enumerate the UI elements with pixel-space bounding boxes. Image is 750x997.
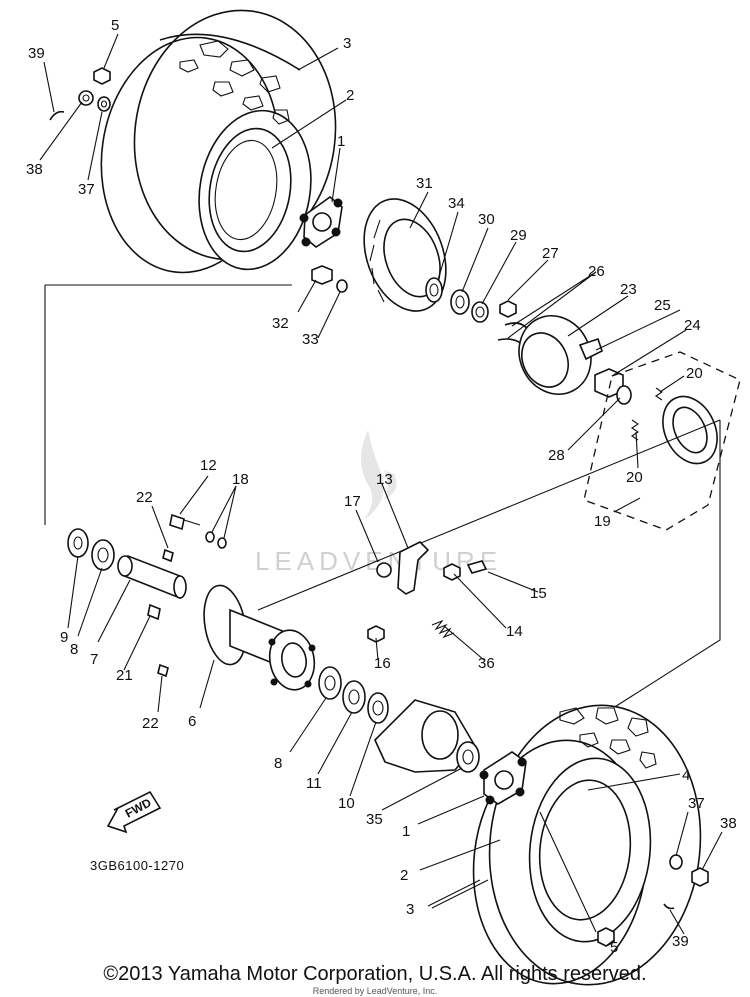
callout-3-top: 3 xyxy=(343,35,351,52)
brake-panel xyxy=(518,315,603,395)
callout-15: 15 xyxy=(530,585,547,602)
top-axle-nut-group xyxy=(49,67,111,121)
callout-2-top: 2 xyxy=(346,87,354,104)
callout-22-top: 22 xyxy=(136,489,153,506)
callout-14: 14 xyxy=(506,623,523,640)
callout-37-bottom: 37 xyxy=(688,795,705,812)
callout-29: 29 xyxy=(510,227,527,244)
callout-38-bottom: 38 xyxy=(720,815,737,832)
callout-26: 26 xyxy=(588,263,605,280)
callout-16: 16 xyxy=(374,655,391,672)
callout-numbers: 1 2 3 5 39 38 37 31 34 30 29 27 26 23 25… xyxy=(26,17,737,956)
callout-30: 30 xyxy=(478,211,495,228)
callout-22-bottom: 22 xyxy=(142,715,159,732)
callout-28: 28 xyxy=(548,447,565,464)
callout-9: 9 xyxy=(60,629,68,646)
fwd-arrow-icon: FWD xyxy=(106,790,162,834)
callout-20-top: 20 xyxy=(686,365,703,382)
left-seal-bearing xyxy=(67,528,115,571)
callout-6: 6 xyxy=(188,713,196,730)
brake-shoe-group xyxy=(583,351,741,531)
callout-5-bottom: 5 xyxy=(610,939,618,956)
callout-10: 10 xyxy=(338,795,355,812)
callout-32: 32 xyxy=(272,315,289,332)
callout-31: 31 xyxy=(416,175,433,192)
callout-13: 13 xyxy=(376,471,393,488)
callout-35: 35 xyxy=(366,811,383,828)
axle-housing xyxy=(203,584,316,691)
callout-11: 11 xyxy=(306,775,322,792)
bottom-hub xyxy=(479,751,527,805)
callout-33: 33 xyxy=(302,331,319,348)
bottom-tire xyxy=(472,704,702,986)
callout-1-bottom: 1 xyxy=(402,823,410,840)
callout-39-bottom: 39 xyxy=(672,933,689,950)
frame-line-axle xyxy=(257,419,721,611)
callout-23: 23 xyxy=(620,281,637,298)
spacer-tube xyxy=(117,554,187,600)
watermark: LEADVENTURE xyxy=(255,430,497,576)
callout-2-bottom: 2 xyxy=(400,867,408,884)
callout-3-bottom: 3 xyxy=(406,901,414,918)
leader-lines xyxy=(39,33,723,947)
top-hub xyxy=(299,195,343,248)
callout-19: 19 xyxy=(594,513,611,530)
callout-1-top: 1 xyxy=(337,133,345,150)
callout-37-top: 37 xyxy=(78,181,95,198)
callout-25: 25 xyxy=(654,297,671,314)
callout-27: 27 xyxy=(542,245,559,262)
callout-36: 36 xyxy=(478,655,495,672)
callout-18: 18 xyxy=(232,471,249,488)
drum-bolt-and-washer xyxy=(311,265,348,293)
callout-8-right: 8 xyxy=(274,755,282,772)
callout-20-bottom: 20 xyxy=(626,469,643,486)
callout-17: 17 xyxy=(344,493,361,510)
callout-21: 21 xyxy=(116,667,133,684)
right-bearings xyxy=(318,666,389,724)
callout-39-top: 39 xyxy=(28,45,45,62)
callout-34: 34 xyxy=(448,195,465,212)
top-tire xyxy=(100,9,337,274)
callout-12: 12 xyxy=(200,457,217,474)
callout-38-top: 38 xyxy=(26,161,43,178)
figure-code: 3GB6100-1270 xyxy=(90,858,184,873)
callout-4: 4 xyxy=(682,767,690,784)
bottom-axle-nut-group xyxy=(597,854,709,947)
brake-hub-parts xyxy=(594,368,632,405)
callout-24: 24 xyxy=(684,317,701,334)
housing-bolts xyxy=(147,513,227,678)
brake-drum xyxy=(363,198,447,312)
callout-8-left: 8 xyxy=(70,641,78,658)
copyright-notice: ©2013 Yamaha Motor Corporation, U.S.A. A… xyxy=(103,963,647,985)
callout-7: 7 xyxy=(90,651,98,668)
final-drive-housing xyxy=(374,699,480,773)
drum-seals xyxy=(425,277,489,323)
rendered-by-note: Rendered by LeadVenture, Inc. xyxy=(312,986,438,996)
callout-5-top: 5 xyxy=(111,17,119,34)
